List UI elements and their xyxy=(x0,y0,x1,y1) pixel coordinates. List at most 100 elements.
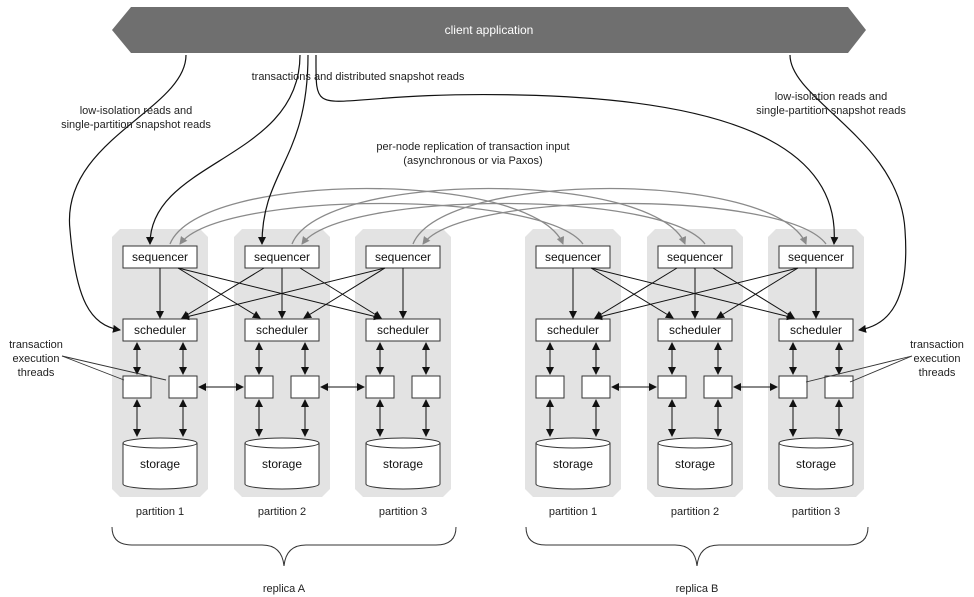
storage-cylinder-rim xyxy=(122,442,198,449)
thread-callout-line xyxy=(61,355,167,381)
storage-label: storage xyxy=(383,457,423,471)
sequencer-scheduler-arrow xyxy=(590,267,674,319)
execution-thread-box xyxy=(824,375,854,399)
storage-cylinder xyxy=(778,437,854,490)
replica-b-label: replica B xyxy=(676,583,719,595)
storage-label: storage xyxy=(262,457,302,471)
replication-label-line2: (asynchronous or via Paxos) xyxy=(403,155,542,167)
sequencer-scheduler-arrow xyxy=(181,267,265,319)
client-application-bar xyxy=(112,7,866,53)
partition-label: partition 3 xyxy=(792,506,840,518)
scheduler-label: scheduler xyxy=(547,323,599,337)
replica-a-label: replica A xyxy=(263,583,306,595)
storage-cylinder xyxy=(657,437,733,490)
partitions-layer: sequencer scheduler storage partition 1 sequ… xyxy=(112,229,864,518)
sequencer-label: sequencer xyxy=(545,250,601,264)
right-reads-label-line2: single-partition snapshot reads xyxy=(756,105,906,117)
sequencer-label: sequencer xyxy=(667,250,723,264)
scheduler-label: scheduler xyxy=(790,323,842,337)
scheduler-box xyxy=(778,318,854,342)
scheduler-box xyxy=(535,318,611,342)
threads-label-left-3: threads xyxy=(18,367,55,379)
storage-cylinder-rim xyxy=(657,442,733,449)
execution-thread-box xyxy=(290,375,320,399)
storage-cylinder-rim xyxy=(365,442,441,449)
scheduler-label: scheduler xyxy=(669,323,721,337)
thread-callout-line xyxy=(805,355,913,383)
client-to-scheduler-b3-arrow xyxy=(789,54,907,333)
sequencer-scheduler-arrow xyxy=(590,267,795,321)
storage-cylinder xyxy=(365,437,441,490)
replica-b-brace xyxy=(525,526,869,567)
execution-thread-box xyxy=(122,375,152,399)
storage-cylinder xyxy=(244,437,320,490)
execution-thread-box xyxy=(365,375,395,399)
sequencer-scheduler-arrow xyxy=(594,267,678,319)
storage-label: storage xyxy=(553,457,593,471)
scheduler-box xyxy=(244,318,320,342)
sequencer-scheduler-arrow xyxy=(303,267,386,319)
execution-thread-box xyxy=(703,375,733,399)
scheduler-box xyxy=(122,318,198,342)
left-reads-label-line1: low-isolation reads and xyxy=(80,105,193,117)
sequencer-label: sequencer xyxy=(254,250,310,264)
thread-callout-line xyxy=(61,355,125,381)
flow-arrows-layer xyxy=(61,54,913,383)
execution-thread-box xyxy=(657,375,687,399)
threads-label-left-2: execution xyxy=(12,353,59,365)
storage-cylinder-rim xyxy=(778,442,854,449)
client-to-sequencer-a2-arrow xyxy=(258,54,309,245)
replication-arrow-b-to-a xyxy=(301,202,706,245)
client-to-sequencer-b3-arrow xyxy=(315,54,839,245)
partition-label: partition 2 xyxy=(671,506,719,518)
scheduler-label: scheduler xyxy=(134,323,186,337)
scheduler-box xyxy=(365,318,441,342)
execution-thread-box xyxy=(535,375,565,399)
replication-arrow-a-to-b xyxy=(291,187,687,245)
replication-arrow-b-to-a xyxy=(179,202,584,245)
partition-label: partition 1 xyxy=(549,506,597,518)
storage-cylinder-rim xyxy=(535,442,611,449)
execution-thread-box xyxy=(778,375,808,399)
storage-label: storage xyxy=(796,457,836,471)
replication-arrow-a-to-b xyxy=(169,187,565,245)
scheduler-label: scheduler xyxy=(377,323,429,337)
partition-label: partition 3 xyxy=(379,506,427,518)
right-reads-label-line1: low-isolation reads and xyxy=(775,91,888,103)
execution-thread-box xyxy=(581,375,611,399)
partition-label: partition 2 xyxy=(258,506,306,518)
sequencer-scheduler-arrow xyxy=(181,267,386,321)
storage-label: storage xyxy=(140,457,180,471)
client-to-sequencer-a1-arrow xyxy=(146,54,301,245)
internal-arrows-layer xyxy=(133,267,843,437)
sequencer-label: sequencer xyxy=(375,250,431,264)
execution-thread-box xyxy=(411,375,441,399)
replication-arrow-a-to-b xyxy=(412,187,808,245)
client-application-label: client application xyxy=(445,23,534,37)
thread-callout-line xyxy=(849,355,913,383)
replication-label-line1: per-node replication of transaction inpu… xyxy=(376,141,569,153)
sequencer-scheduler-arrow xyxy=(712,267,795,319)
client-to-scheduler-a1-arrow xyxy=(68,54,187,333)
scheduler-label: scheduler xyxy=(256,323,308,337)
storage-cylinder xyxy=(535,437,611,490)
sequencer-scheduler-arrow xyxy=(177,267,261,319)
execution-thread-box xyxy=(168,375,198,399)
partition-label: partition 1 xyxy=(136,506,184,518)
storage-cylinder-rim xyxy=(244,442,320,449)
replica-a-brace xyxy=(111,526,457,567)
threads-label-right-3: threads xyxy=(919,367,956,379)
sequencer-scheduler-arrow xyxy=(716,267,799,319)
threads-label-left-1: transaction xyxy=(9,339,63,351)
sequencer-scheduler-arrow xyxy=(177,267,382,321)
sequencer-label: sequencer xyxy=(788,250,844,264)
sequencer-scheduler-arrow xyxy=(594,267,799,321)
execution-thread-box xyxy=(244,375,274,399)
distributed-reads-label: transactions and distributed snapshot re… xyxy=(252,71,465,83)
storage-label: storage xyxy=(675,457,715,471)
scheduler-box xyxy=(657,318,733,342)
replication-arrow-b-to-a xyxy=(422,202,827,245)
sequencer-label: sequencer xyxy=(132,250,188,264)
storage-cylinder xyxy=(122,437,198,490)
